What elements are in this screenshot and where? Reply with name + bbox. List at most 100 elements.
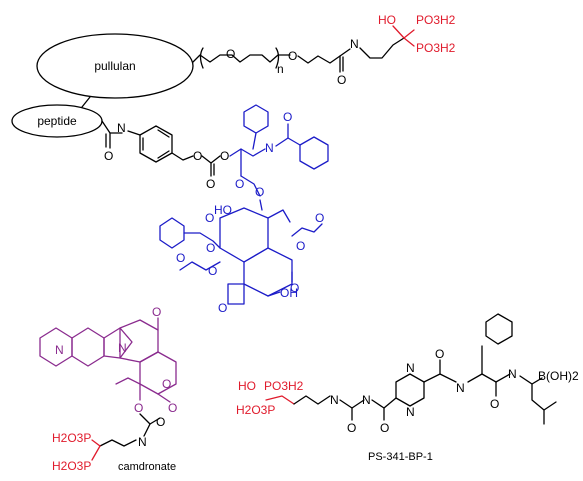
repeat-subscript-n: n [277,62,284,76]
urea-oxygen: O [347,421,356,435]
cpt-quinoline-nitrogen: N [55,343,64,357]
acetate-right-carbonyl-oxygen: O [315,211,324,225]
repeat-bracket-left [199,47,204,69]
side-chain-amide-nitrogen: N [265,141,274,155]
peg-oxygen-1: O [226,47,235,61]
boro-n-bond [495,373,511,383]
leucine-chain [519,375,545,425]
pyrazine-nitrogen-1: N [406,361,415,375]
pyrazine-amide [371,399,385,421]
side-chain-phenyl [243,104,269,134]
core-ester-link [259,199,263,211]
acetate-right-oxygen: O [296,239,305,253]
pyrazine-amide-oxygen: O [380,421,389,435]
core-oh-bond [267,291,281,297]
bp2-phosphonate-top: PO3H2 [264,379,304,393]
phe-phenyl [485,313,513,345]
acetate-left [179,261,221,271]
cpt-ethyl [115,377,141,385]
camdronate-bp-up [91,439,101,447]
carbonate-bonds [201,155,221,164]
benzamide-oxygen: O [283,110,292,124]
pabc-inner-2 [157,129,170,138]
amide-nitrogen: N [350,37,359,51]
pyrazine-ring [395,373,425,407]
cpt-ring-b [71,327,105,367]
camdronate-bp-down [91,445,101,461]
peptide-carbonyl-oxygen: O [104,149,113,163]
repeat-bracket-right [275,47,280,69]
core-hydroxyl-top: HO [214,203,232,217]
bp-bond-down [403,37,415,47]
cpt-lactone-carbonyl [157,393,171,403]
peptide-label: peptide [37,114,77,128]
pullulan-label: pullulan [94,59,135,73]
bp2-bonds [265,395,295,405]
camdronate-nitrogen: N [138,435,147,449]
amine-spacer [359,37,405,59]
acetate-left-carbonyl-oxygen: O [176,251,185,265]
boro-nitrogen: N [508,367,517,381]
pabc-nitrogen: N [117,121,126,135]
ester-oxygen-carbonyl: O [235,177,244,191]
cpt-carbonyl-oxygen: O [152,305,161,319]
benzoate-oxygen: O [205,211,214,225]
peg-chain [192,54,291,63]
cpt-carbonate-oxygen: O [134,401,143,415]
urea-nitrogen-1: N [330,393,339,407]
pabc-benzene [139,125,173,163]
peg-oxygen-2: O [288,49,297,63]
pabc-inner-3 [157,150,170,159]
carbonate-oxygen-1: O [193,149,202,163]
phe-carbonyl-oxygen-2: O [490,397,499,411]
benzamide-bond [275,123,289,147]
acetate-right [291,223,323,237]
pyrazine-link [383,397,397,409]
amide-bond [339,48,351,57]
camdronate-caption: camdronate [118,461,176,473]
cpt-lactone-oxygen: O [162,377,171,391]
side-chain-backbone [229,148,266,157]
camdronate-phosphonate-bottom: H2O3P [52,459,91,473]
bp-phosphonate-bottom: PO3H2 [416,41,456,55]
carbonate-oxygen-2: O [206,177,215,191]
phe-amide [423,359,441,383]
boronic-acid: B(OH)2 [538,369,579,383]
carbonate-oxygen-3: O [220,149,229,163]
camdronate-carbamate [143,423,151,437]
camdronate-chain [99,439,137,447]
ps-341-bp-1-structure: HO PO3H2 H2O3P N O N O N N O N O N B(OH)… [236,313,579,463]
urea-bonds [339,399,365,409]
phe-nitrogen: N [456,381,465,395]
core-hydroxyl-bottom: OH [280,286,298,300]
benzoate-oxygen-2: O [206,241,215,255]
carbonyl-oxygen: O [337,73,346,87]
phe-n-bond [439,373,457,383]
camdronate-structure: N N O O O O O N H2O3P H2O3P camdronate [39,305,177,473]
benzamide-phenyl-link [287,137,301,146]
pullulan-peg-bisphosphonate: pullulan O n O O N HO PO3H2 PO3H2 [36,13,456,99]
pullulan-peptide-link [81,96,91,108]
bp-hydroxyl: HO [378,13,396,27]
cpt-ring-c [103,327,133,359]
ester-linkage [240,175,261,197]
cpt-lactone-carbonyl-oxygen: O [168,401,177,415]
ester-oxygen-2: O [255,185,264,199]
bp-bond-oh [392,25,405,39]
oxetane-oxygen: O [218,301,227,315]
bp2-phosphonate-bottom: H2O3P [236,403,275,417]
bp2-chain [293,395,331,405]
bp-phosphonate-top: PO3H2 [416,13,456,27]
phenyl-link [252,132,257,150]
acetate-left-oxygen: O [208,264,217,278]
ketone-oxygen: O [290,281,299,295]
benzamide-phenyl [299,136,329,170]
phe-carbonyl-oxygen: O [435,347,444,361]
leucine-branch [543,401,557,411]
bp2-hydroxyl: HO [238,379,256,393]
bp-bond-up [403,29,415,39]
camdronate-phosphonate-top: H2O3P [52,431,91,445]
benzyl-bond [171,152,194,161]
